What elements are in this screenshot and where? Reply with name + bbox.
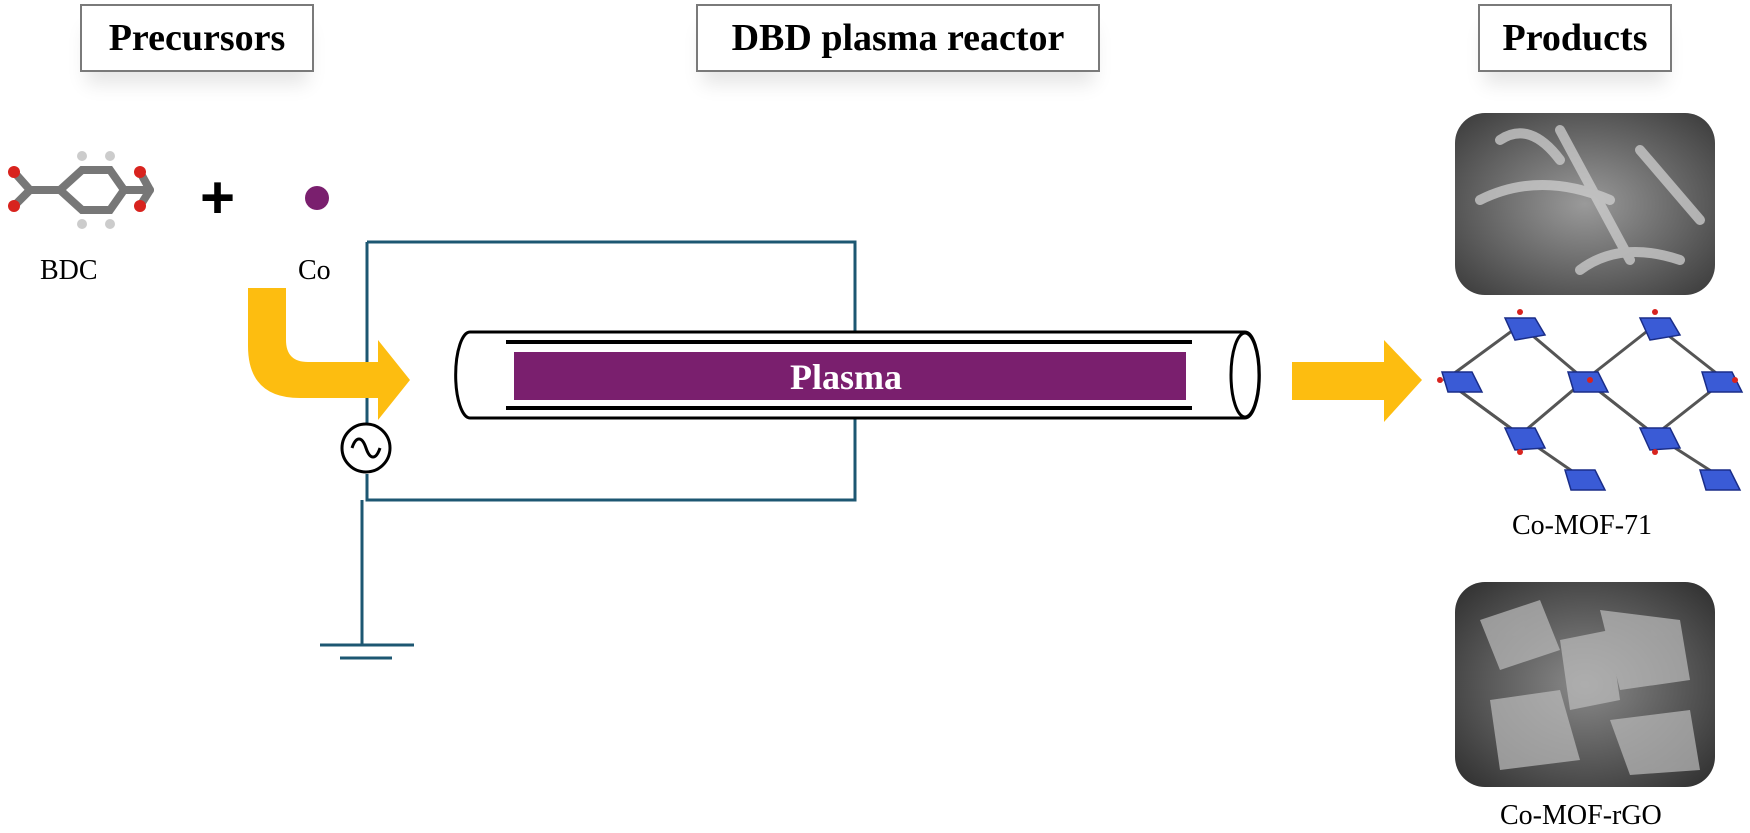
plasma-bar [514, 352, 1186, 400]
precursors-header: Precursors [80, 4, 314, 72]
circuit-wires [320, 240, 857, 660]
mof-structure-icon [1437, 309, 1744, 491]
co-mof-71-label: Co-MOF-71 [1512, 510, 1653, 541]
co-label: Co [298, 255, 331, 286]
reactor-header: DBD plasma reactor [696, 4, 1100, 72]
sem-image-co-mof-71 [1455, 113, 1715, 295]
bdc-molecule-icon [8, 151, 154, 229]
reactor-tube [454, 330, 1261, 420]
sem-image-co-mof-rgo [1455, 582, 1715, 787]
plus-sign: + [200, 164, 236, 231]
plasma-label: Plasma [790, 357, 902, 397]
bdc-label: BDC [40, 255, 98, 286]
co-mof-rgo-label: Co-MOF-rGO [1500, 800, 1662, 831]
products-header: Products [1478, 4, 1672, 72]
input-arrow-icon [248, 288, 410, 420]
cobalt-atom-icon [305, 186, 329, 210]
ac-source-icon [340, 422, 392, 474]
output-arrow-icon [1292, 340, 1422, 422]
